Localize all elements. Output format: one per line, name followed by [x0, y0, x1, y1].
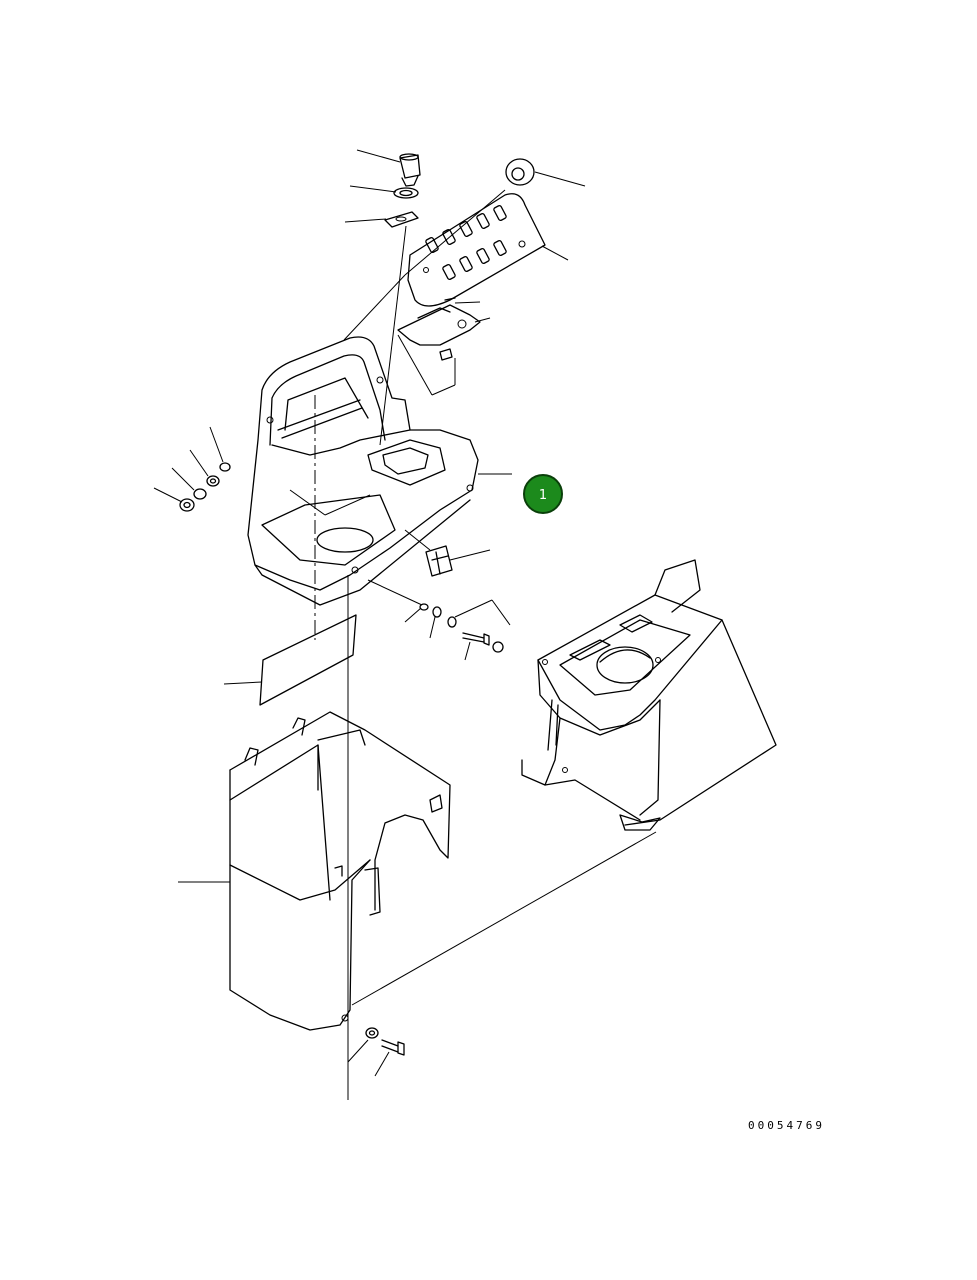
switch-plate [407, 193, 546, 307]
shift-console-frame [521, 559, 777, 831]
callout-1-circle [523, 474, 563, 514]
gasket [393, 187, 419, 199]
leader-lines [153, 149, 586, 1077]
upper-console-panel [247, 336, 479, 606]
spring-clip [425, 545, 453, 577]
key-switch [399, 153, 421, 187]
column-cover [229, 711, 451, 1031]
center-lines [314, 395, 657, 1100]
callout-1[interactable]: 1 [523, 474, 563, 514]
bottom-bolt-washer [365, 1027, 405, 1056]
ring-grommet [505, 158, 535, 186]
decal-sheet [259, 614, 357, 706]
callout-1-label: 1 [539, 488, 547, 503]
bolt-washer-set [419, 603, 504, 653]
washer-stack-left [179, 462, 231, 512]
switch-bracket [397, 297, 481, 361]
drawing-number: 00054769 [748, 1119, 825, 1132]
mounting-plate [384, 211, 419, 228]
